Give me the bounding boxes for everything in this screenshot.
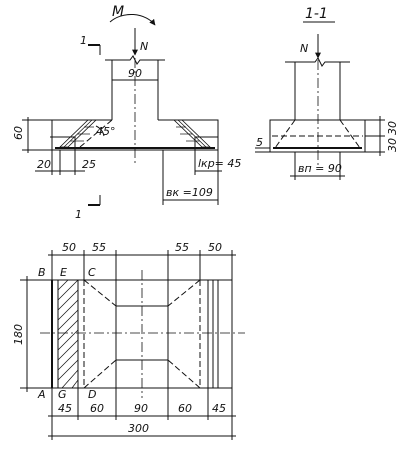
plan-top-dim-1: 50	[62, 241, 76, 254]
plan-total-width-dim: 300	[128, 422, 149, 435]
column-width-dim: 90	[128, 67, 142, 80]
plan-view: 50 55 55 50 B E C A G D 180 45 60 90 60 …	[12, 241, 245, 440]
corner-E: E	[60, 266, 67, 279]
ledge-left-dim: 20	[37, 158, 51, 171]
plan-top-dim-3: 55	[175, 241, 189, 254]
step-left-dim: 25	[82, 158, 96, 171]
section-dim-bottom: 30	[386, 138, 399, 152]
force-label: N	[140, 40, 148, 53]
section-mark-top: 1	[80, 34, 87, 47]
plan-bottom-dim-5: 45	[212, 402, 226, 415]
hatched-strip	[57, 279, 79, 389]
corner-D: D	[88, 388, 96, 401]
right-haunch	[173, 119, 211, 148]
left-haunch	[59, 119, 97, 148]
corner-C: C	[88, 266, 96, 279]
anchor-length-dim: lкр= 45	[198, 157, 241, 170]
plan-bottom-dim-4: 60	[178, 402, 192, 415]
corner-A: A	[37, 388, 46, 401]
moment-label: M	[112, 4, 124, 20]
section-dim-top: 30	[386, 121, 399, 135]
section-width-dim: вп = 90	[298, 162, 342, 175]
section-title: 1-1	[305, 6, 328, 22]
angle-label: 45°	[96, 125, 116, 138]
width-bk-dim: вк =109	[166, 186, 213, 199]
plan-bottom-dim-1: 45	[58, 402, 72, 415]
elevation-view: 1 1 M N 90 60 45° 20 25 lкр= 45	[12, 4, 241, 221]
plan-height-dim: 180	[12, 324, 25, 345]
plan-top-dim-4: 50	[208, 241, 222, 254]
section-force-label: N	[300, 42, 308, 55]
corner-B: B	[38, 266, 46, 279]
section-mark-bottom: 1	[75, 208, 82, 221]
section-dim-left: 5	[256, 136, 263, 149]
plan-bottom-dim-3: 90	[134, 402, 148, 415]
plan-bottom-dim-2: 60	[90, 402, 104, 415]
section-view: 1-1 N 30 30 5 вп = 90	[255, 6, 399, 180]
plan-top-dim-2: 55	[92, 241, 106, 254]
height-dim: 60	[12, 126, 25, 140]
corner-G: G	[58, 388, 67, 401]
